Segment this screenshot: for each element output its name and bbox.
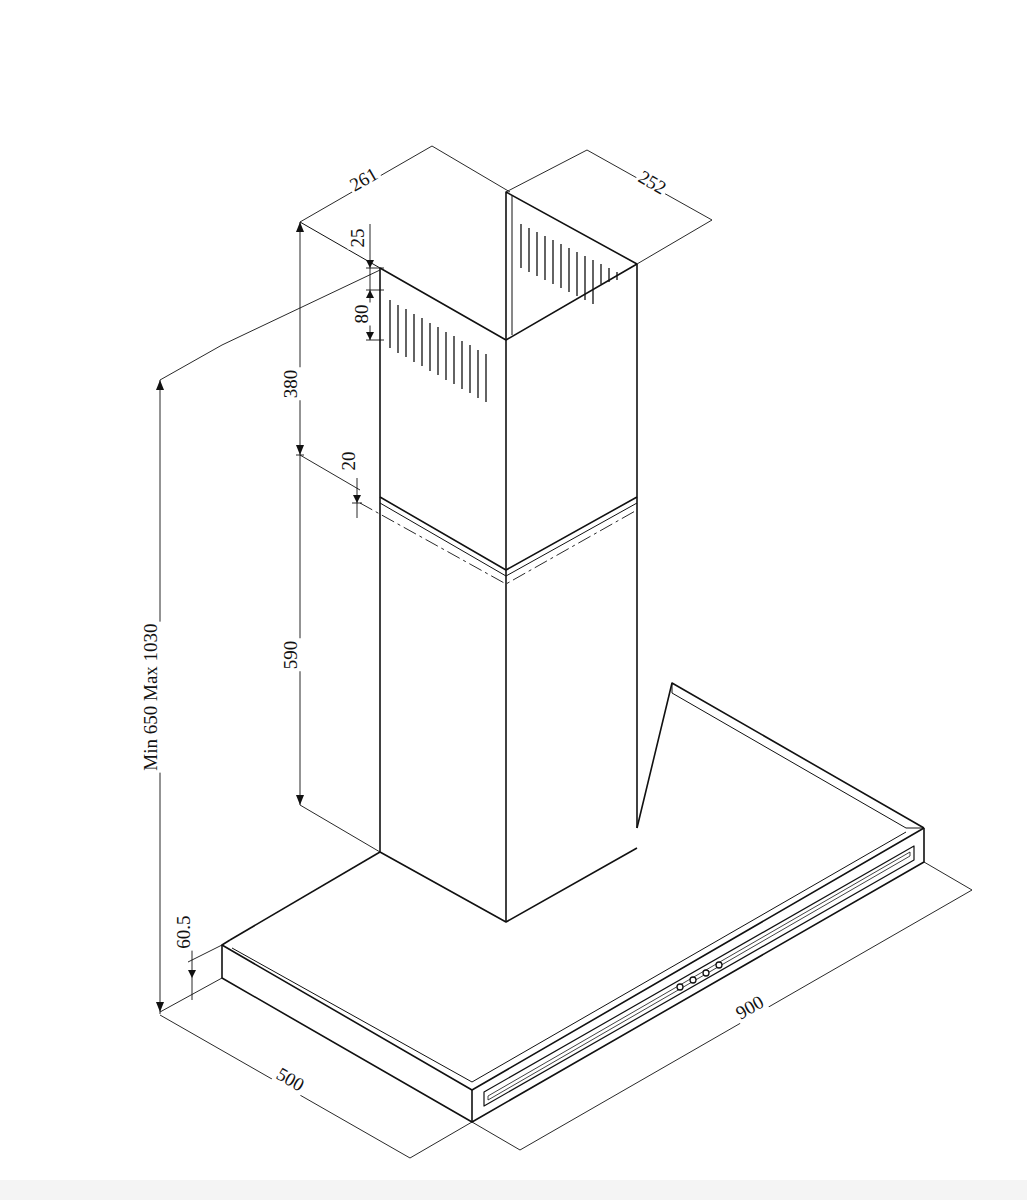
bottom-band: [0, 1180, 1027, 1200]
total-height-dimension: Min 650 Max 1030: [141, 621, 162, 772]
canopy-depth-dimension: 500: [271, 1063, 310, 1097]
canopy-height-dimension: 60.5: [174, 913, 195, 950]
dimension-lines: [160, 146, 972, 1158]
width-dimension: 261: [345, 163, 384, 197]
depth-dimension: 252: [633, 166, 672, 200]
offset-dimension: 25: [348, 227, 369, 250]
vent-slots: [390, 224, 617, 402]
vent-dimension: 80: [352, 303, 373, 326]
upper-height-dimension: 380: [281, 368, 302, 401]
control-buttons: [677, 962, 722, 990]
dimension-arrows: [156, 222, 374, 1012]
chimney: [300, 192, 637, 922]
overlap-dimension: 20: [339, 450, 360, 473]
canopy: [222, 683, 924, 1122]
lower-height-dimension: 590: [281, 639, 302, 672]
canopy-width-dimension: 900: [731, 991, 770, 1025]
